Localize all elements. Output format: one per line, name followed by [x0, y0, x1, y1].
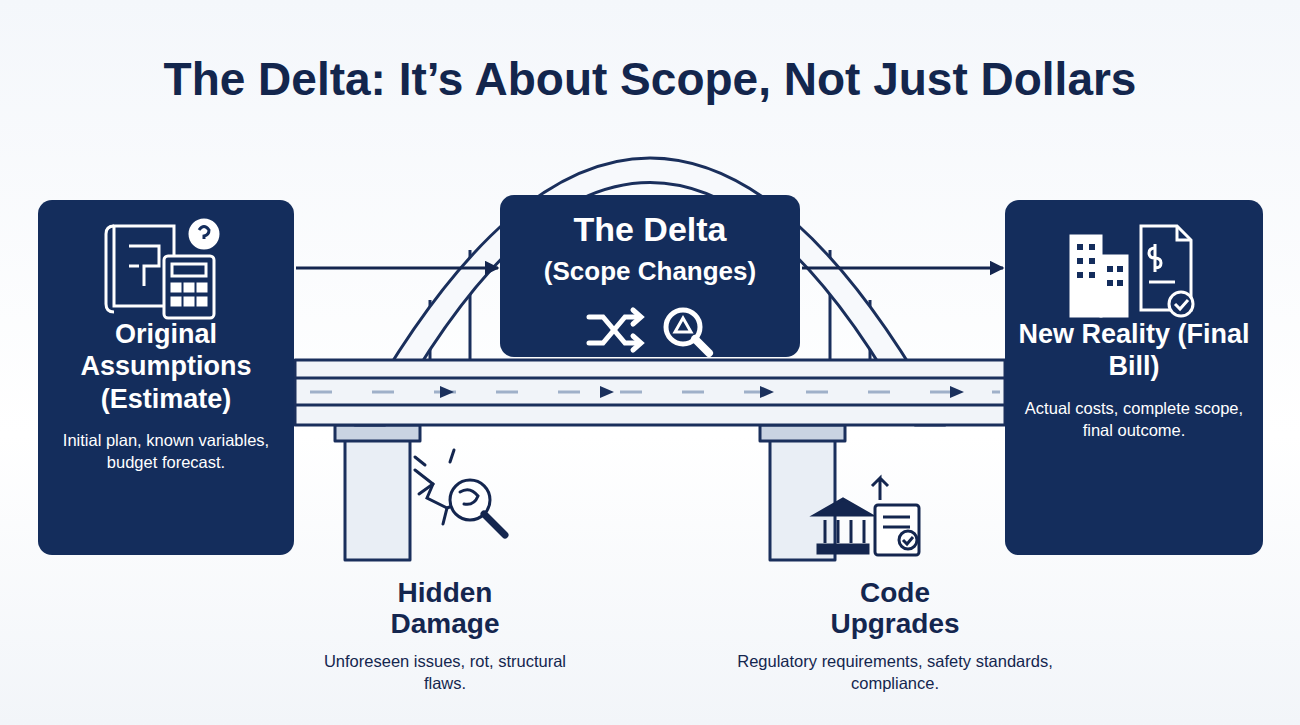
pillar-note: Unforeseen issues, rot, structural flaws… — [315, 650, 575, 695]
box-heading: New Reality (Final Bill) — [1016, 318, 1252, 383]
box-heading: Original Assumptions (Estimate) — [48, 318, 284, 415]
pillar-heading: Hidden Damage — [345, 578, 545, 640]
box-heading: The Delta — [505, 209, 795, 250]
box-body: (Scope Changes) — [505, 254, 795, 289]
flow-arrow — [802, 267, 1003, 270]
flow-arrow — [296, 267, 498, 270]
stage-box: Original Assumptions (Estimate) Initial p… — [38, 200, 294, 555]
pillar-note: Regulatory requirements, safety standard… — [730, 650, 1060, 695]
box-icon — [585, 305, 715, 357]
delta-panel: The Delta (Scope Changes) — [500, 195, 800, 357]
pillar-heading: Code Upgrades — [795, 578, 995, 640]
box-body: Initial plan, known variables, budget fo… — [48, 429, 284, 474]
box-icon — [104, 216, 234, 324]
box-body: Actual costs, complete scope, final outc… — [1016, 397, 1252, 442]
box-icon — [1063, 216, 1203, 324]
diagram-title: The Delta: It’s About Scope, Not Just Do… — [0, 52, 1300, 106]
stage-box: New Reality (Final Bill) Actual costs, co… — [1005, 200, 1263, 555]
